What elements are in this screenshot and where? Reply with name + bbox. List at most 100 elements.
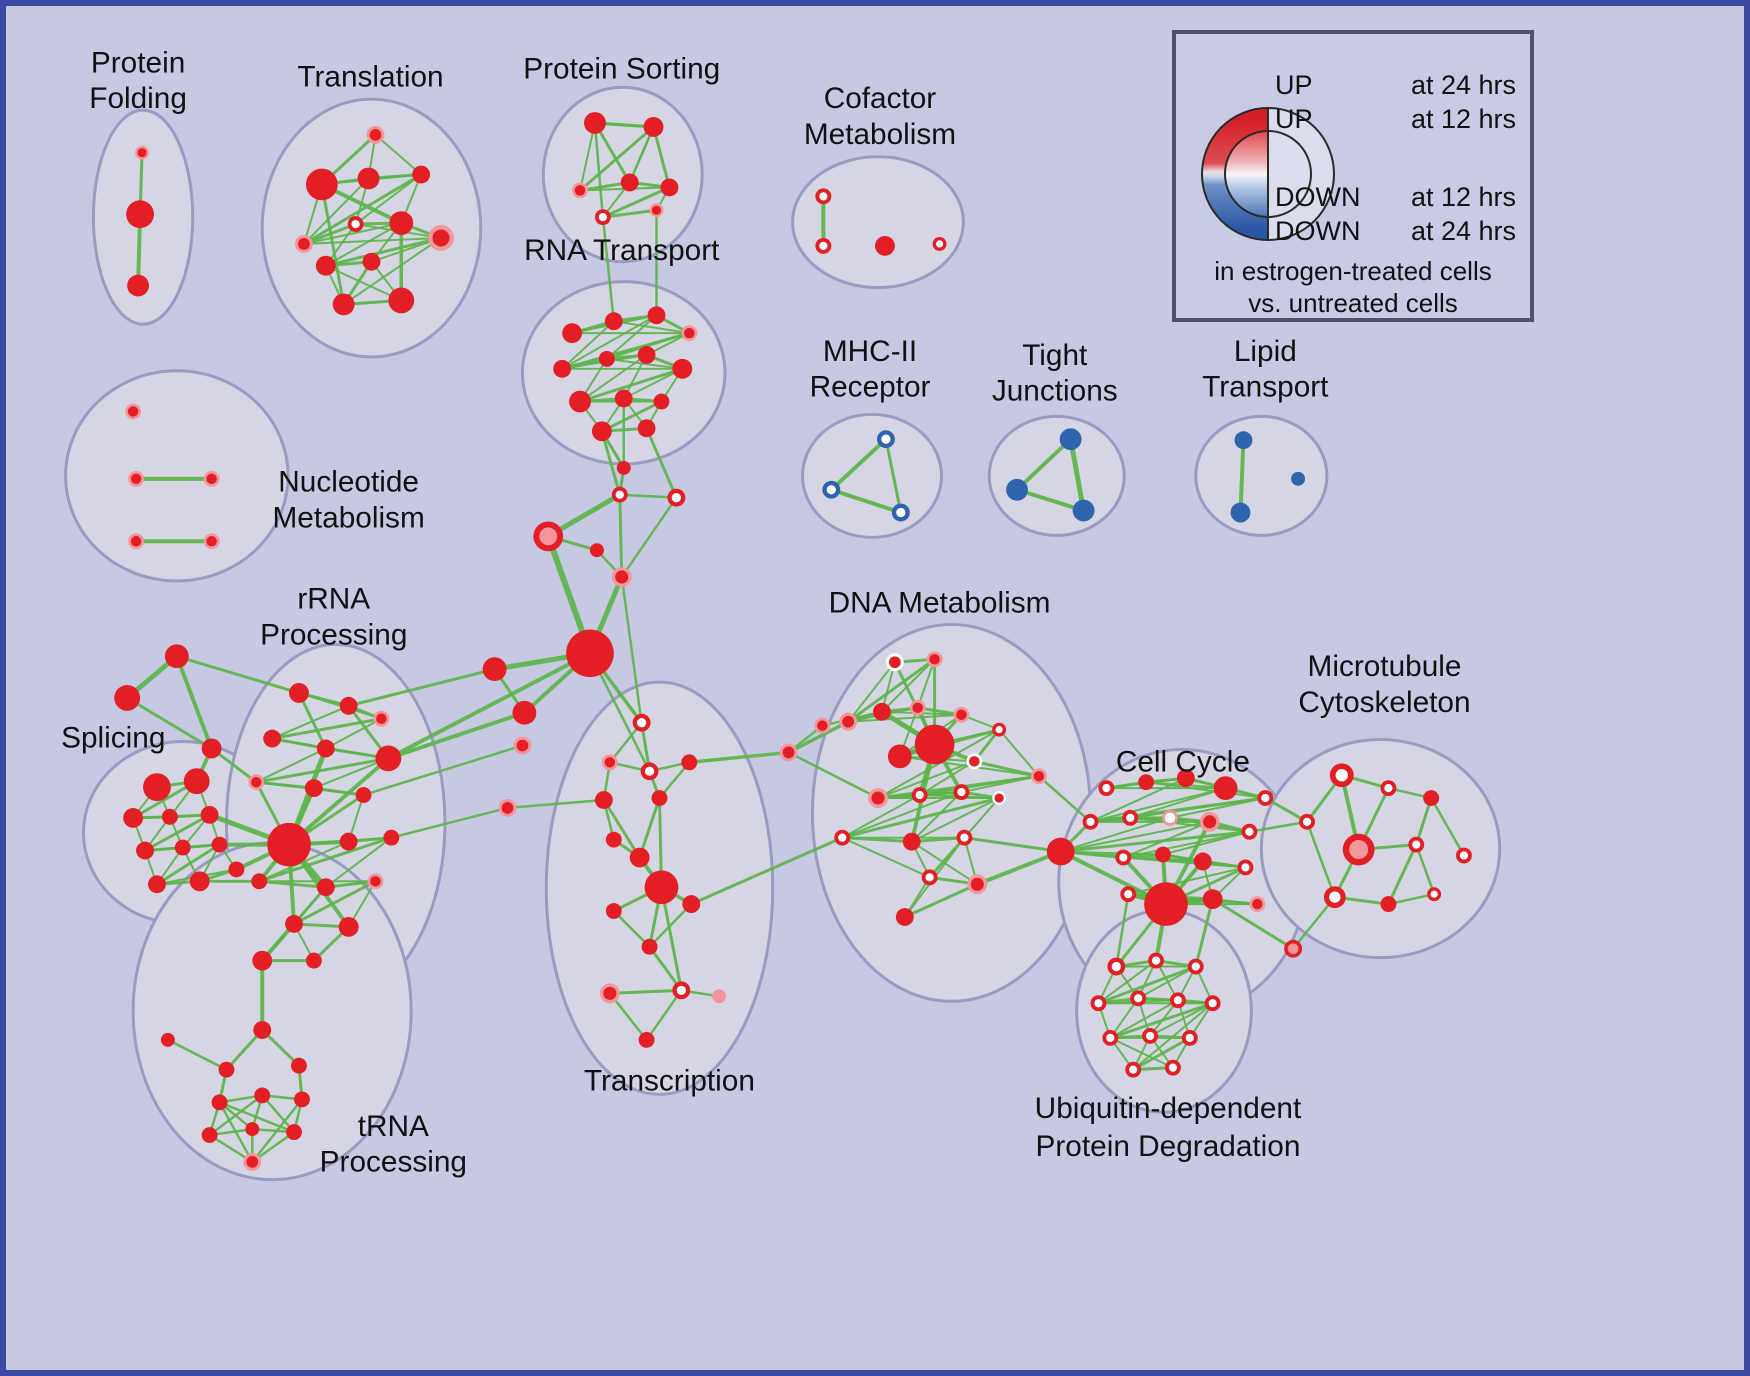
cluster-label-tj: Junctions xyxy=(992,375,1118,408)
network-node-core xyxy=(969,756,980,767)
network-edge xyxy=(601,215,616,323)
cluster-ellipse-lt xyxy=(1194,414,1329,537)
network-edge xyxy=(602,798,642,859)
network-edge xyxy=(561,320,615,370)
network-edge xyxy=(847,713,963,723)
network-edge xyxy=(645,426,678,500)
network-node-core xyxy=(1302,817,1312,826)
network-node xyxy=(263,729,282,748)
network-edge xyxy=(910,797,1001,843)
network-edge xyxy=(829,487,903,515)
network-edge xyxy=(1089,787,1227,823)
network-edge xyxy=(324,236,443,268)
network-node xyxy=(174,839,191,856)
legend-graphic: UP at 24 hrs UP at 12 hrs DOWN at 12 hrs… xyxy=(1201,70,1516,318)
network-node-core xyxy=(1203,815,1217,829)
network-edge xyxy=(1238,438,1246,515)
network-node xyxy=(1138,774,1155,791)
network-edge xyxy=(659,885,683,992)
network-node-core xyxy=(817,720,828,731)
network-node xyxy=(651,790,668,806)
network-node-core xyxy=(644,766,655,776)
network-node-core xyxy=(994,793,1004,803)
network-node xyxy=(164,644,189,669)
network-node-core xyxy=(1164,812,1176,824)
network-node xyxy=(355,787,372,803)
network-node xyxy=(614,389,633,408)
network-node xyxy=(143,773,171,802)
network-node xyxy=(1213,776,1238,801)
legend-row-up24-time: at 24 hrs xyxy=(1411,70,1516,100)
network-node-core xyxy=(206,536,217,547)
network-node-core xyxy=(369,128,382,141)
network-edge xyxy=(998,728,1040,778)
network-edge xyxy=(960,775,1040,794)
network-node-core xyxy=(370,876,381,887)
network-node-core xyxy=(432,229,450,247)
network-node xyxy=(389,211,414,235)
network-edge xyxy=(903,882,979,919)
network-edge xyxy=(847,661,896,723)
legend-caption-line2: vs. untreated cells xyxy=(1248,288,1458,318)
network-node xyxy=(136,841,154,860)
cluster-label-cf: Cofactor xyxy=(824,82,937,115)
network-edge xyxy=(1263,796,1309,824)
network-edge xyxy=(218,1101,254,1164)
network-edge xyxy=(605,357,684,370)
network-edge xyxy=(254,756,390,784)
network-node xyxy=(594,791,613,809)
cluster-ellipse-tr xyxy=(260,97,483,359)
network-node xyxy=(1202,889,1223,910)
network-edge xyxy=(324,222,403,267)
network-node-core xyxy=(298,238,310,250)
network-edge xyxy=(787,751,880,800)
network-edge xyxy=(600,429,622,497)
network-node xyxy=(316,878,335,897)
network-edge xyxy=(386,710,527,761)
network-node xyxy=(1291,471,1306,486)
network-node-core xyxy=(206,473,217,485)
network-node-core xyxy=(574,185,586,196)
network-edge xyxy=(347,667,497,708)
network-node xyxy=(566,629,614,678)
cluster-label-nm: Nucleotide xyxy=(278,466,419,499)
network-node-core xyxy=(881,434,891,444)
network-edge xyxy=(1414,796,1433,847)
cluster-label-tn: tRNA xyxy=(358,1110,429,1143)
network-edge xyxy=(841,836,931,879)
cluster-label-ub: Ubiquitin-dependent xyxy=(1035,1092,1302,1125)
network-edge xyxy=(880,658,936,713)
network-edge xyxy=(166,1038,228,1071)
network-node xyxy=(286,1124,302,1141)
network-node xyxy=(285,915,303,933)
network-edge xyxy=(962,836,1063,854)
network-edge xyxy=(1129,797,1267,819)
network-edge xyxy=(1109,999,1179,1039)
network-node xyxy=(553,359,572,378)
cluster-label-tn: Processing xyxy=(320,1146,467,1179)
network-node xyxy=(211,836,228,853)
network-node xyxy=(160,1032,175,1047)
network-node xyxy=(305,952,322,969)
network-edge xyxy=(687,750,791,765)
network-node-core xyxy=(819,241,828,251)
network-node-core xyxy=(826,485,836,495)
cluster-label-lt: Lipid xyxy=(1234,335,1297,368)
network-node xyxy=(127,274,150,297)
network-node xyxy=(289,683,309,703)
network-node-core xyxy=(684,327,695,339)
network-node xyxy=(895,908,914,926)
cluster-ellipse-tj xyxy=(987,414,1126,537)
network-edge xyxy=(1137,965,1197,1000)
network-nodes xyxy=(114,112,1472,1171)
network-node xyxy=(1046,837,1075,866)
network-node-core xyxy=(351,219,360,229)
network-edge xyxy=(292,879,377,926)
legend-row-down12-time: at 12 hrs xyxy=(1411,182,1516,212)
network-edge xyxy=(1429,796,1466,857)
network-edge xyxy=(884,437,903,515)
network-edge xyxy=(1131,1036,1192,1072)
network-node-core xyxy=(1145,1031,1155,1041)
network-edge xyxy=(270,717,383,741)
